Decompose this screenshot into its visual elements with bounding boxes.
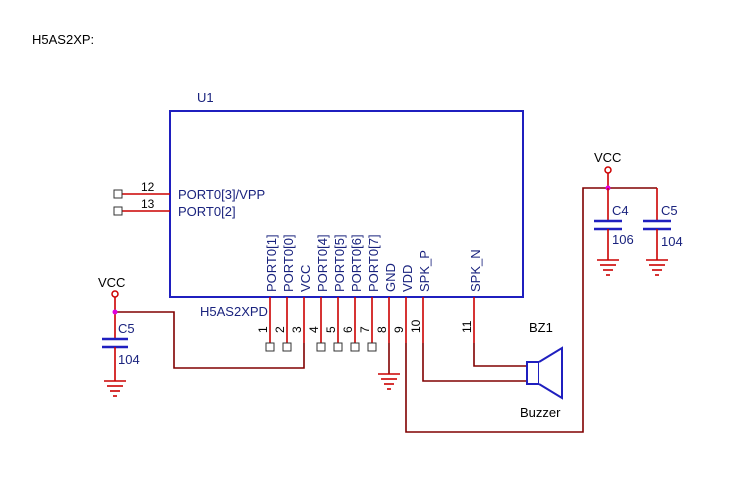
ground-icon <box>378 373 400 390</box>
pin-pad <box>113 206 123 216</box>
left-pin-13: 13 PORT0[2] <box>113 197 236 219</box>
cap-ref: C5 <box>661 203 678 218</box>
pin-pad <box>350 342 360 352</box>
pin-name: GND <box>383 263 398 292</box>
pin-number: 1 <box>256 326 270 333</box>
power-terminal <box>111 290 119 298</box>
pin-name: SPK_P <box>417 250 432 292</box>
pin-name: PORT0[6] <box>349 234 364 292</box>
cap-value: 106 <box>612 232 634 247</box>
pin-pad <box>316 342 326 352</box>
cap-value: 104 <box>661 234 683 249</box>
pin-number: 6 <box>341 326 355 333</box>
ground-icon <box>646 259 668 276</box>
pin-number: 7 <box>358 326 372 333</box>
left-vcc-symbol: VCC <box>98 275 125 339</box>
buzzer-symbol: BZ1 Buzzer <box>520 320 563 420</box>
right-capacitor-c5: C5 104 <box>643 188 683 260</box>
pin-name: PORT0[2] <box>178 204 236 219</box>
left-capacitor-c5: C5 104 <box>102 321 140 381</box>
cap-ref: C4 <box>612 203 629 218</box>
vdd-wire <box>405 187 657 433</box>
buzzer-label: Buzzer <box>520 405 561 420</box>
spk-n-wire <box>473 343 527 367</box>
right-capacitor-c4: C4 106 <box>594 188 634 260</box>
spk-p-wire <box>422 343 527 382</box>
cap-ref: C5 <box>118 321 135 336</box>
pin-number: 5 <box>324 326 338 333</box>
pin-number: 2 <box>273 326 287 333</box>
chip-ref: U1 <box>197 90 214 105</box>
pin-name: PORT0[4] <box>315 234 330 292</box>
schematic-title: H5AS2XP: <box>32 32 94 47</box>
pin-pad <box>265 342 275 352</box>
pin-number: 8 <box>375 326 389 333</box>
pin-number: 13 <box>141 197 155 211</box>
power-terminal <box>604 166 612 174</box>
net-label-vcc: VCC <box>98 275 125 290</box>
pin-name: PORT0[7] <box>366 234 381 292</box>
pin-number: 9 <box>392 326 406 333</box>
buzzer-body <box>526 361 540 385</box>
junction-dot <box>112 309 118 315</box>
buzzer-ref: BZ1 <box>529 320 553 335</box>
cap-value: 104 <box>118 352 140 367</box>
pin-number: 12 <box>141 180 155 194</box>
ground-icon <box>597 259 619 276</box>
right-vcc-symbol: VCC <box>594 150 621 191</box>
pin-name: PORT0[3]/VPP <box>178 187 265 202</box>
pin-number: 11 <box>460 320 474 333</box>
vcc-wire-left <box>115 311 305 369</box>
pin-number: 10 <box>409 319 423 333</box>
pin-pad <box>282 342 292 352</box>
net-label-vcc: VCC <box>594 150 621 165</box>
pin-pad <box>333 342 343 352</box>
ground-icon <box>104 380 126 397</box>
left-pin-12: 12 PORT0[3]/VPP <box>113 180 265 202</box>
pin-number: 4 <box>307 326 321 333</box>
pin-pad <box>113 189 123 199</box>
chip-part: H5AS2XPD <box>200 304 268 319</box>
pin-name: VDD <box>400 265 415 292</box>
pin-number: 3 <box>290 326 304 333</box>
speaker-icon <box>538 346 563 400</box>
chip-body <box>169 110 524 298</box>
pin-name: PORT0[5] <box>332 234 347 292</box>
bottom-pin-stubs <box>269 297 475 343</box>
pin-name: PORT0[1] <box>264 234 279 292</box>
pin-name: SPK_N <box>468 249 483 292</box>
pin-name: PORT0[0] <box>281 234 296 292</box>
pin-pad <box>367 342 377 352</box>
pin-name: VCC <box>298 265 313 292</box>
